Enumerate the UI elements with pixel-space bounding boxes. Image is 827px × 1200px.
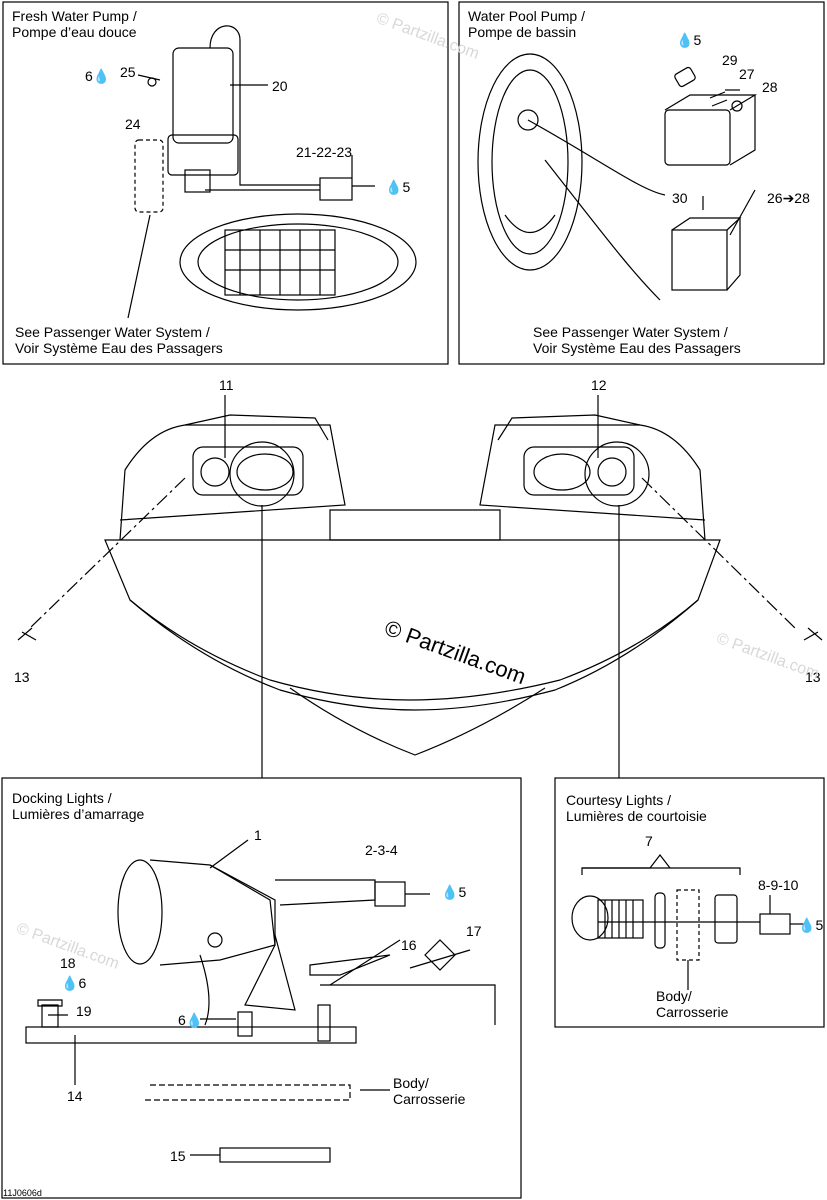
callout-5-pool: 💧5 [676,32,701,48]
oil-drop-icon: 💧 [61,975,79,991]
courtesy-body-en: Body/ [656,988,692,1004]
callout-27: 27 [739,66,755,82]
callout-25: 25 [120,64,136,80]
pool-see-note-en: See Passenger Water System / [533,324,728,340]
courtesy-body-fr: Carrosserie [656,1004,729,1020]
callout-13-left: 13 [14,669,30,685]
callout-6-docking-a: 💧6 [61,975,86,991]
courtesy-lights-title-fr: Lumières de courtoisie [566,808,707,824]
callout-6-docking-a-text: 6 [78,975,87,991]
callout-5-pool-text: 5 [693,32,702,48]
callout-5-fresh-text: 5 [402,179,411,195]
docking-body-fr: Carrosserie [393,1091,466,1107]
pool-see-note-fr: Voir Système Eau des Passagers [533,340,741,356]
callout-2-3-4: 2-3-4 [365,842,398,858]
callout-17: 17 [466,923,482,939]
docking-lights-title: Docking Lights / Lumières d’amarrage [12,790,144,822]
callout-7: 7 [645,833,653,849]
callout-11: 11 [219,377,234,393]
callout-14: 14 [67,1088,83,1104]
oil-drop-icon: 💧 [385,179,403,195]
fresh-water-pump-title-fr: Pompe d’eau douce [12,24,137,40]
callout-16: 16 [401,937,417,953]
diagram-code: 11J0606d [3,1188,42,1198]
oil-drop-icon: 💧 [676,32,694,48]
docking-lights-drawing [25,839,496,1163]
callout-18: 18 [60,955,76,971]
water-pool-pump-panel [458,1,825,365]
callout-5-docking-text: 5 [458,884,467,900]
callout-13-right: 13 [805,669,821,685]
callout-1: 1 [254,827,262,843]
fresh-water-pump-drawing [127,25,417,319]
water-pool-pump-title: Water Pool Pump / Pompe de bassin [468,8,585,40]
callout-26-28: 26➔28 [767,190,810,206]
callout-28: 28 [762,79,778,95]
fresh-water-pump-title: Fresh Water Pump / Pompe d’eau douce [12,8,137,40]
callout-6-fresh: 6💧 [85,68,110,84]
courtesy-lights-title: Courtesy Lights / Lumières de courtoisie [566,792,707,824]
callout-5-courtesy: 💧5 [798,917,823,933]
callout-29: 29 [722,52,738,68]
boat-rear-drawing [17,395,823,778]
callout-8-9-10: 8-9-10 [758,877,799,893]
callout-6-fresh-text: 6 [85,68,93,84]
callout-6-docking-b: 6💧 [178,1012,203,1028]
callout-5-fresh: 💧5 [385,179,410,195]
oil-drop-icon: 💧 [92,68,111,84]
callout-5-docking: 💧5 [441,884,466,900]
water-pool-pump-see-note: See Passenger Water System / Voir Systèm… [533,324,741,356]
callout-21-22-23: 21-22-23 [296,144,353,160]
fresh-water-pump-title-en: Fresh Water Pump / [12,8,137,24]
courtesy-lights-title-en: Courtesy Lights / [566,792,672,808]
water-pool-pump-title-fr: Pompe de bassin [468,24,577,40]
courtesy-body-label: Body/ Carrosserie [656,988,728,1020]
fresh-see-note-fr: Voir Système Eau des Passagers [15,340,223,356]
callout-19: 19 [76,1003,92,1019]
docking-body-en: Body/ [393,1075,429,1091]
water-pool-pump-drawing [477,53,758,301]
docking-lights-title-fr: Lumières d’amarrage [12,806,145,822]
callout-6-docking-b-text: 6 [178,1012,186,1028]
oil-drop-icon: 💧 [185,1012,204,1028]
docking-body-label: Body/ Carrosserie [393,1075,465,1107]
callout-20: 20 [272,78,288,94]
fresh-water-pump-see-note: See Passenger Water System / Voir Systèm… [15,324,223,356]
oil-drop-icon: 💧 [441,884,459,900]
callout-12: 12 [591,377,607,393]
callout-15: 15 [170,1148,186,1164]
fresh-water-pump-panel [2,1,449,365]
callout-30: 30 [672,190,688,206]
fresh-see-note-en: See Passenger Water System / [15,324,210,340]
courtesy-lights-panel [554,777,825,1028]
callout-24: 24 [125,116,141,132]
callout-5-courtesy-text: 5 [815,917,824,933]
water-pool-pump-title-en: Water Pool Pump / [468,8,585,24]
oil-drop-icon: 💧 [798,917,816,933]
docking-lights-title-en: Docking Lights / [12,790,112,806]
courtesy-lights-drawing [571,854,805,990]
